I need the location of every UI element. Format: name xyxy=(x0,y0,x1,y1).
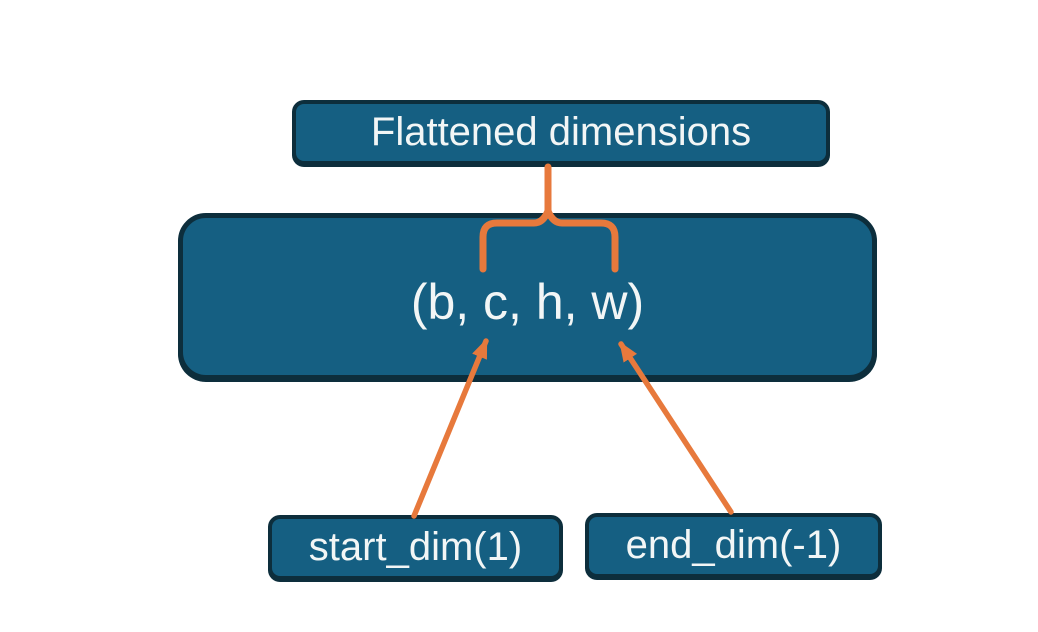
tensor-shape-label: (b, c, h, w) xyxy=(410,273,645,330)
start-dim-label: start_dim(1) xyxy=(308,525,523,569)
start-dim-box: start_dim(1) xyxy=(268,515,563,580)
tensor-shape-box: (b, c, h, w) xyxy=(178,213,877,380)
flattened-dimensions-box: Flattened dimensions xyxy=(292,100,830,165)
end-dim-box: end_dim(-1) xyxy=(585,513,882,578)
end-dim-label: end_dim(-1) xyxy=(625,523,842,567)
flattened-dimensions-label: Flattened dimensions xyxy=(370,110,752,154)
